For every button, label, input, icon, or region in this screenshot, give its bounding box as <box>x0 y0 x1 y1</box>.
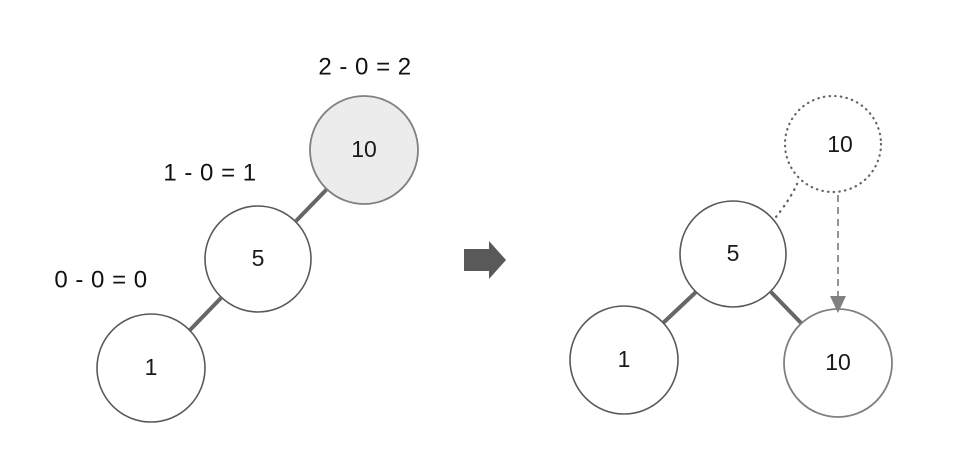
node-5-left[interactable]: 5 <box>204 205 312 313</box>
right-arrow-icon <box>464 241 506 279</box>
node-10-right[interactable]: 10 <box>783 308 893 418</box>
move-arrow-head <box>830 296 846 313</box>
node-label-1-right: 1 <box>618 346 631 372</box>
unbalanced-tree-group: 1 5 10 0 - 0 = 0 1 - 0 = 1 2 - 0 = 2 <box>54 53 419 423</box>
balanced-tree-group: 1 5 10 10 <box>569 94 893 418</box>
node-label-1-left: 1 <box>145 354 158 380</box>
node-10-left-highlighted[interactable]: 10 <box>309 95 419 205</box>
node-circle-5-left[interactable] <box>204 205 312 313</box>
ghost-edge-5-to-ghost-10 <box>770 182 799 224</box>
node-label-5-right: 5 <box>727 240 740 266</box>
rotation-move-arrow <box>830 195 846 313</box>
node-label-10-ghost: 10 <box>827 131 853 157</box>
node-circle-5-right[interactable] <box>679 200 787 308</box>
node-label-10-right: 10 <box>825 349 851 375</box>
tree-edge-5-to-1-right <box>660 290 698 326</box>
node-10-ghost[interactable]: 10 <box>783 94 883 194</box>
node-circle-10-ghost[interactable] <box>783 94 883 194</box>
node-1-left[interactable]: 1 <box>96 313 206 423</box>
balance-factor-label-node-5: 1 - 0 = 1 <box>163 159 256 186</box>
balance-factor-label-node-10: 2 - 0 = 2 <box>318 53 411 80</box>
node-circle-1-right[interactable] <box>569 305 679 415</box>
node-label-10-left: 10 <box>351 136 377 162</box>
tree-edge-5-to-10 <box>294 187 329 223</box>
tree-edge-1-to-5 <box>188 296 223 332</box>
balance-factor-label-node-1: 0 - 0 = 0 <box>54 266 147 293</box>
node-label-5-left: 5 <box>252 245 265 271</box>
node-1-right[interactable]: 1 <box>569 305 679 415</box>
node-5-right[interactable]: 5 <box>679 200 787 308</box>
transform-arrow-icon <box>464 241 506 279</box>
node-circle-1-left[interactable] <box>96 313 206 423</box>
tree-edge-5-to-10-right <box>769 290 805 327</box>
node-circle-10-left[interactable] <box>309 95 419 205</box>
